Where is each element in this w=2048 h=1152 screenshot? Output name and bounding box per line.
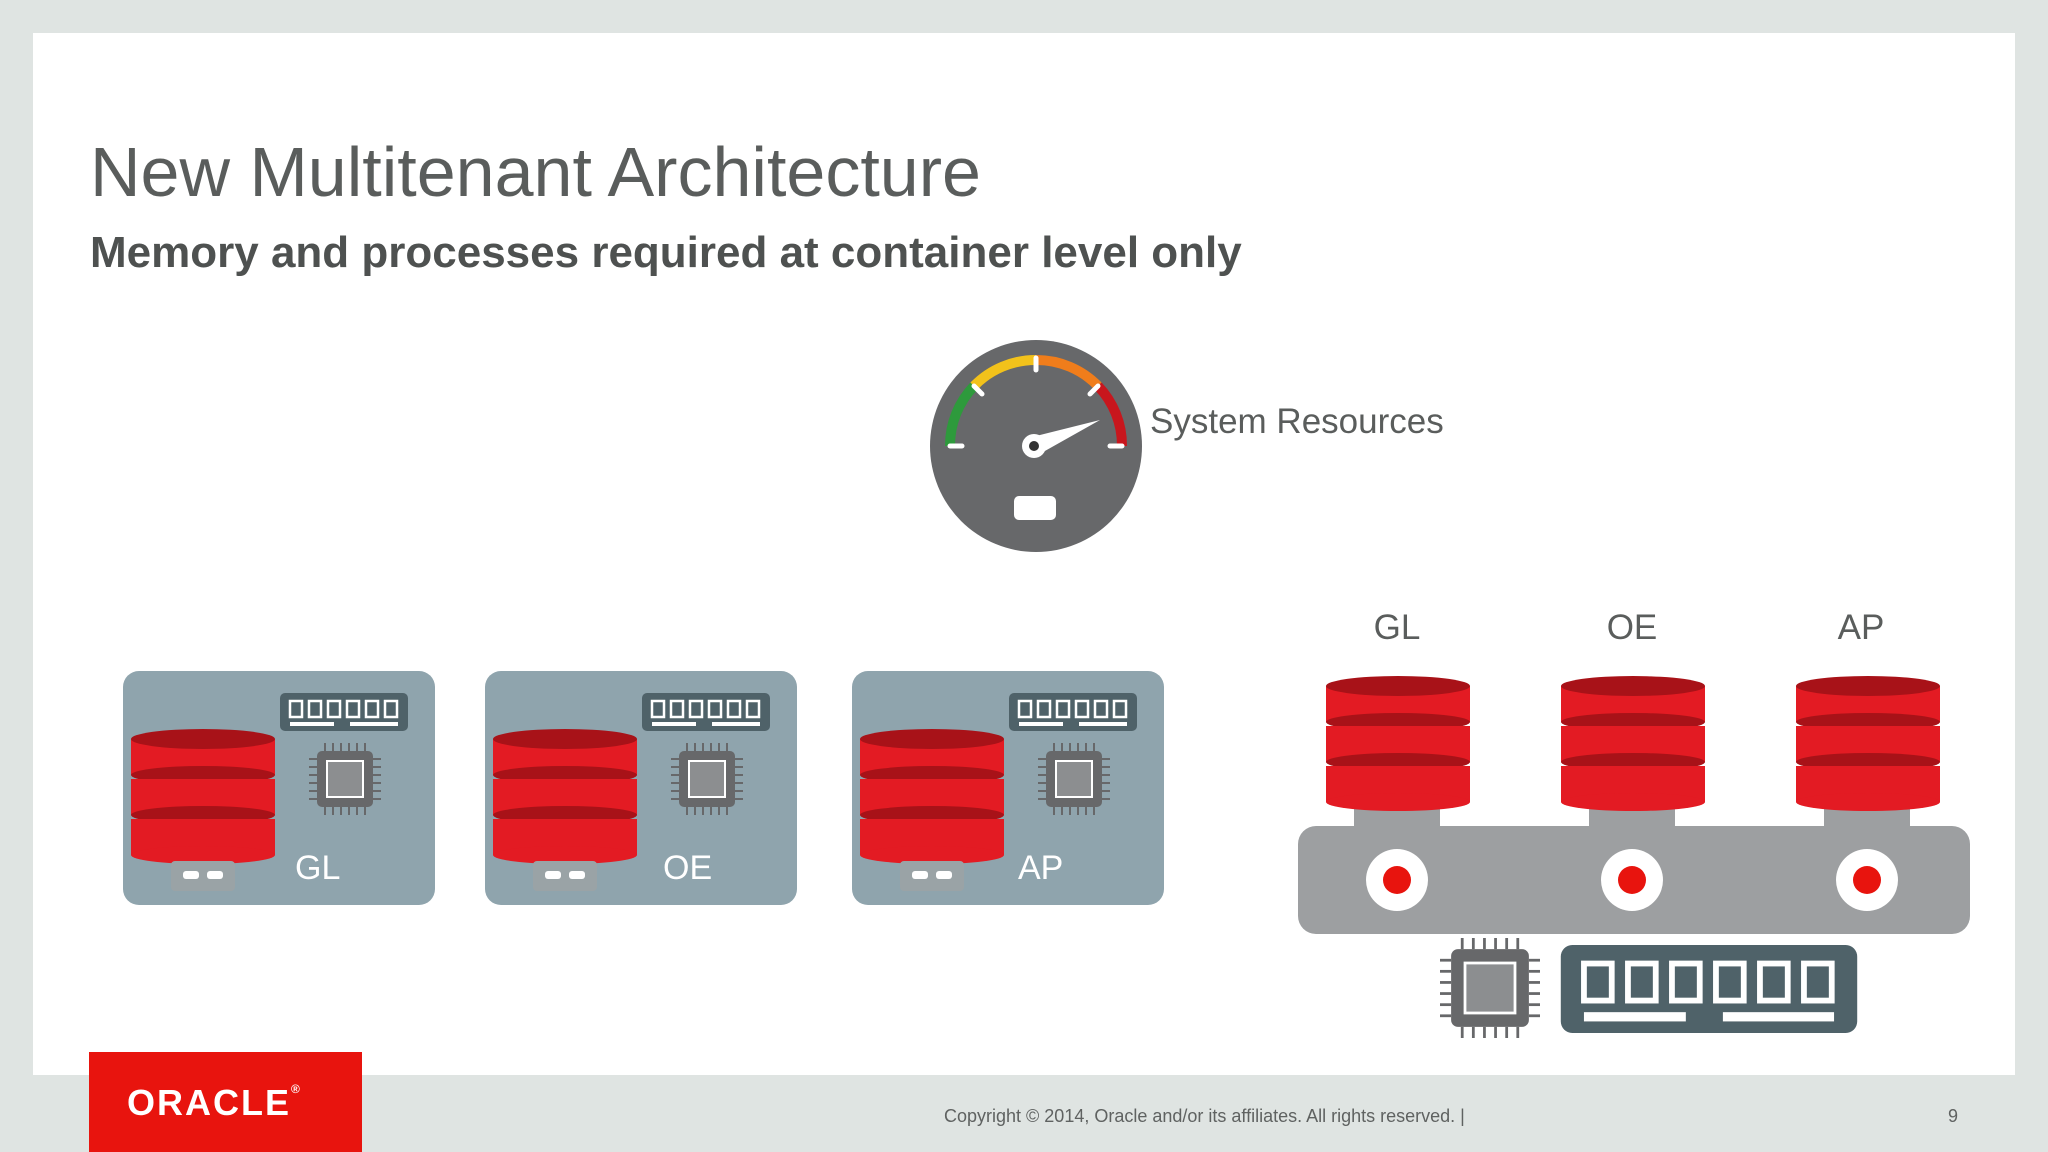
slide-subtitle: Memory and processes required at contain… [90,228,1242,277]
slide-title: New Multitenant Architecture [90,133,981,211]
database-icon-oe [1561,676,1705,811]
oracle-logo-text: ORACLE [127,1082,291,1123]
copyright-notice: Copyright © 2014, Oracle and/or its affi… [944,1106,1465,1126]
cpu-chip-icon [309,743,381,815]
ram-icon [280,693,408,731]
connector-icon [533,861,597,891]
speedometer-icon [930,340,1142,552]
database-box-oe: OE [485,671,797,905]
database-label: GL [295,849,341,887]
oracle-logo: ORACLE® [89,1052,362,1152]
page-number: 9 [1948,1106,1959,1126]
database-icon [860,729,1004,864]
connector-icon [900,861,964,891]
database-box-gl: GL [123,671,435,905]
cpu-chip-icon [671,743,743,815]
gauge-label: System Resources [1150,402,1444,441]
database-box-ap: AP [852,671,1164,905]
connector-icon [171,861,235,891]
ram-icon [1009,693,1137,731]
cpu-chip-icon [1440,938,1540,1038]
database-icon-ap [1796,676,1940,811]
pluggable-db-label-ap: AP [1837,608,1885,647]
database-icon [131,729,275,864]
database-icon-gl [1326,676,1470,811]
pluggable-db-label-gl: GL [1373,608,1421,647]
cpu-chip-icon [1038,743,1110,815]
ram-icon [1560,945,1858,1033]
pluggable-db-label-oe: OE [1606,608,1658,647]
ram-icon [642,693,770,731]
database-icon [493,729,637,864]
database-label: AP [1018,849,1064,887]
database-label: OE [663,849,713,887]
